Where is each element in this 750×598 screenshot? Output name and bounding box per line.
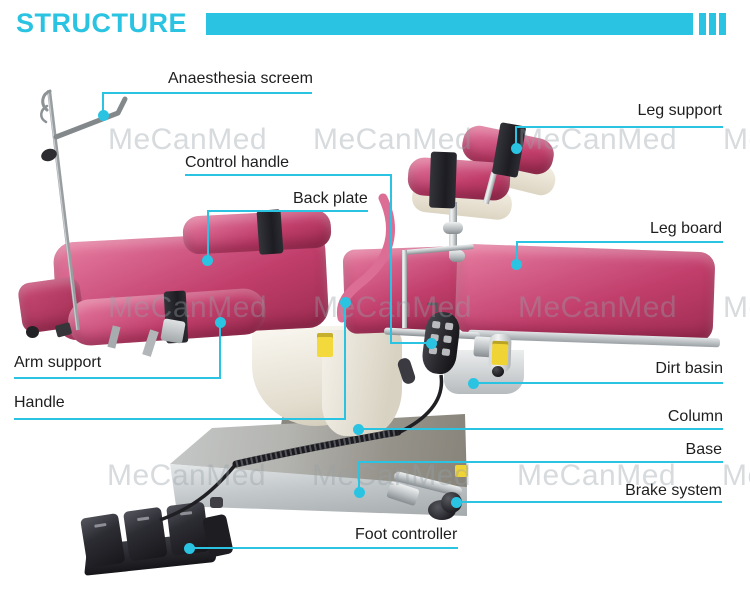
watermark-text: MeCanMed (723, 291, 750, 324)
leader-dot (511, 143, 522, 154)
label-arm-support: Arm support (14, 354, 102, 371)
leader-line (14, 418, 346, 420)
leader-dot (426, 338, 437, 349)
pedal-label-mark (137, 516, 150, 522)
watermark-text: MeCanMed (313, 291, 473, 324)
clamp-knob (26, 326, 39, 338)
leader-dot (468, 378, 479, 389)
watermark-text: MeCanMed (722, 459, 750, 492)
foot-pedal (80, 513, 126, 569)
watermark-text: MeCanMed (723, 123, 750, 156)
adjust-knob (449, 250, 465, 262)
leader-line (14, 377, 221, 379)
label-base: Base (685, 441, 722, 458)
adjust-knob (443, 222, 463, 234)
spring-knob (492, 366, 504, 377)
leader-line (219, 322, 221, 378)
label-leg-board: Leg board (649, 220, 722, 237)
leader-line (390, 342, 431, 344)
remote-button (443, 335, 452, 344)
leader-dot (354, 487, 365, 498)
title-bar-stripe (709, 13, 716, 35)
leader-line (103, 92, 312, 94)
leader-line (208, 210, 368, 212)
pedal-label-mark (179, 511, 193, 516)
foot-pedal (123, 506, 168, 562)
leg-support-strap (429, 151, 457, 209)
watermark-text: MeCanMed (517, 459, 677, 492)
leader-line (516, 126, 723, 128)
leader-line (185, 174, 392, 176)
title-bar (206, 13, 693, 35)
watermark-text: MeCanMed (108, 123, 268, 156)
leader-dot (511, 259, 522, 270)
leader-line (358, 428, 723, 430)
warning-label (455, 465, 468, 477)
pillow-strap (256, 209, 284, 255)
label-dirt-basin: Dirt basin (655, 360, 723, 377)
leader-line (516, 241, 518, 263)
pedal-label-mark (94, 522, 107, 528)
leader-line (456, 501, 722, 503)
column-cover-right (322, 330, 402, 436)
watermark-text: MeCanMed (312, 459, 472, 492)
leader-line (517, 241, 723, 243)
leader-dot (451, 497, 462, 508)
watermark-text: MeCanMed (108, 291, 268, 324)
support-frame-bar (402, 250, 407, 328)
leader-line (515, 126, 517, 147)
leader-line (390, 174, 392, 344)
leader-line (344, 302, 346, 419)
leader-dot (215, 317, 226, 328)
label-handle: Handle (14, 394, 65, 411)
watermark-text: MeCanMed (518, 123, 678, 156)
leader-dot (353, 424, 364, 435)
label-leg-support: Leg support (637, 102, 722, 119)
leader-line (473, 382, 723, 384)
leader-line (359, 461, 723, 463)
leader-dot (340, 297, 351, 308)
leader-dot (202, 255, 213, 266)
leader-dot (184, 543, 195, 554)
watermark-text: MeCanMed (313, 123, 473, 156)
label-foot-controller: Foot controller (355, 526, 458, 543)
label-column: Column (667, 408, 723, 425)
leader-dot (98, 110, 109, 121)
watermark-text: MeCanMed (518, 291, 678, 324)
label-anaesthesia-screen: Anaesthesia screem (168, 70, 313, 87)
label-brake-system: Brake system (625, 482, 722, 499)
label-control-handle: Control handle (185, 154, 290, 171)
watermark-text: MeCanMed (107, 459, 267, 492)
warning-label (317, 333, 333, 357)
warning-label (491, 340, 509, 366)
leader-line (358, 461, 360, 491)
title-bar-stripe (719, 13, 726, 35)
page-title: STRUCTURE (16, 8, 187, 38)
pole-knob (41, 148, 57, 162)
leader-line (189, 547, 458, 549)
leader-line (207, 210, 209, 259)
title-bar-stripe (699, 13, 706, 35)
remote-button (441, 348, 451, 357)
label-back-plate: Back plate (293, 190, 368, 207)
foot-controller-unit (79, 498, 235, 581)
